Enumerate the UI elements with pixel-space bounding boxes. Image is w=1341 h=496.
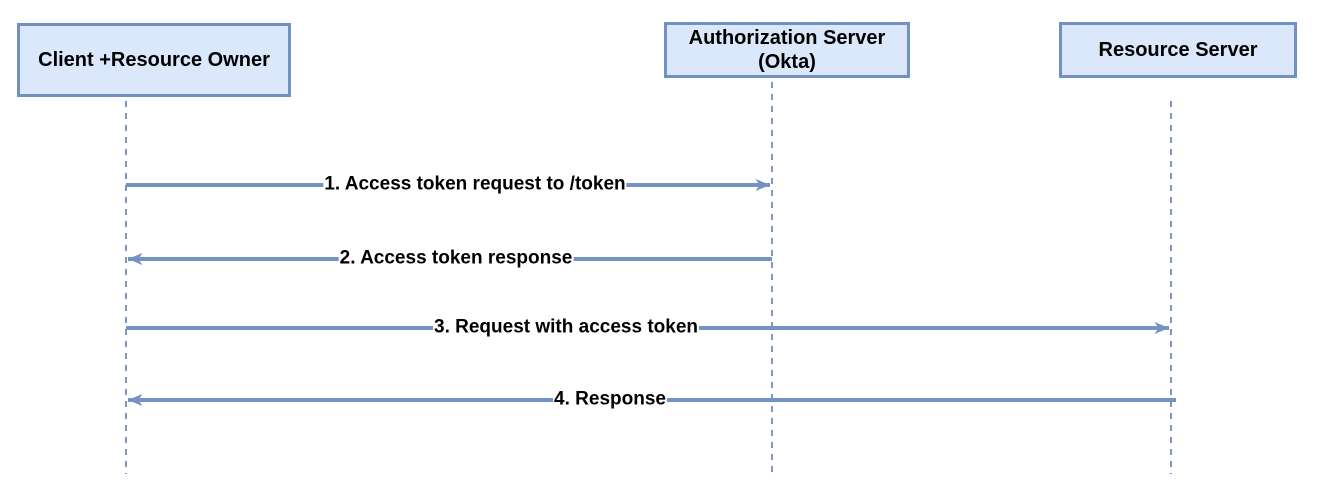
actor-label-authorization-server-line1: Authorization Server: [688, 27, 886, 49]
message-label-access-token-request: 1. Access token request to /token: [323, 173, 627, 196]
message-label-request-with-access-token: 3. Request with access token: [433, 316, 699, 339]
actor-box-authorization-server: Authorization Server (Okta): [664, 22, 910, 78]
actor-box-client-resource-owner: Client +Resource Owner: [17, 23, 291, 97]
message-label-response: 4. Response: [553, 388, 667, 411]
actor-label-authorization-server-line2: (Okta): [758, 51, 816, 73]
message-label-access-token-response: 2. Access token response: [338, 247, 574, 270]
actor-box-resource-server: Resource Server: [1059, 22, 1297, 78]
